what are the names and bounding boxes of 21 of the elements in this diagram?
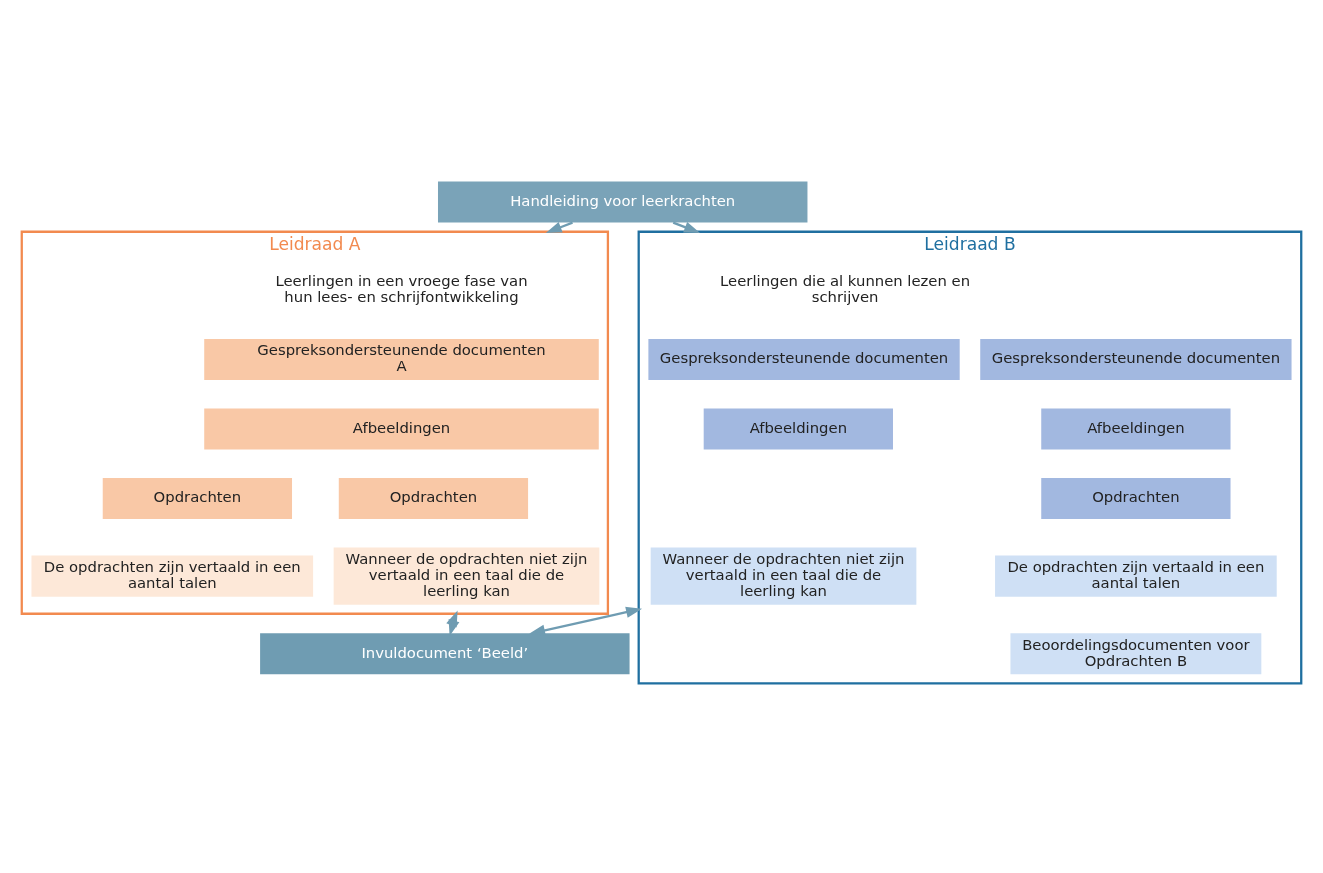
node-box: Invuldocument ‘Beeld’	[260, 632, 630, 674]
node-box: Opdrachten	[338, 477, 529, 519]
node-box: Opdrachten	[1041, 477, 1231, 519]
node-box: Wanneer de opdrachten niet zijn vertaald in een taal die de leerling kan	[650, 547, 917, 605]
node-box: De opdrachten zijn vertaald in een aantal talen	[31, 555, 314, 597]
node-box: Afbeeldingen	[1041, 408, 1231, 450]
arrow	[529, 606, 643, 636]
node-box: Afbeeldingen	[204, 408, 599, 450]
node-box: Gespreksondersteunende documenten A	[204, 338, 599, 380]
node-box: Afbeeldingen	[703, 408, 893, 450]
node-box: Gespreksondersteunende documenten	[980, 338, 1292, 380]
node-box: Gespreksondersteunende documenten	[648, 338, 960, 380]
arrow	[672, 221, 701, 233]
node-box: De opdrachten zijn vertaald in een aantal talen	[995, 555, 1277, 597]
node-text: Leerlingen die al kunnen lezen en schrijven	[720, 271, 971, 305]
arrow	[545, 221, 573, 233]
node-box: Opdrachten	[102, 477, 293, 519]
node-box: Beoordelingsdocumenten voor Opdrachten B	[1010, 632, 1262, 674]
node-text: Leerlingen in een vroege fase van hun lees- en schrijfontwikkeling	[275, 271, 528, 305]
node-box: Wanneer de opdrachten niet zijn vertaald in een taal die de leerling kan	[333, 547, 600, 605]
node-box: Handleiding voor leerkrachten	[438, 181, 808, 223]
